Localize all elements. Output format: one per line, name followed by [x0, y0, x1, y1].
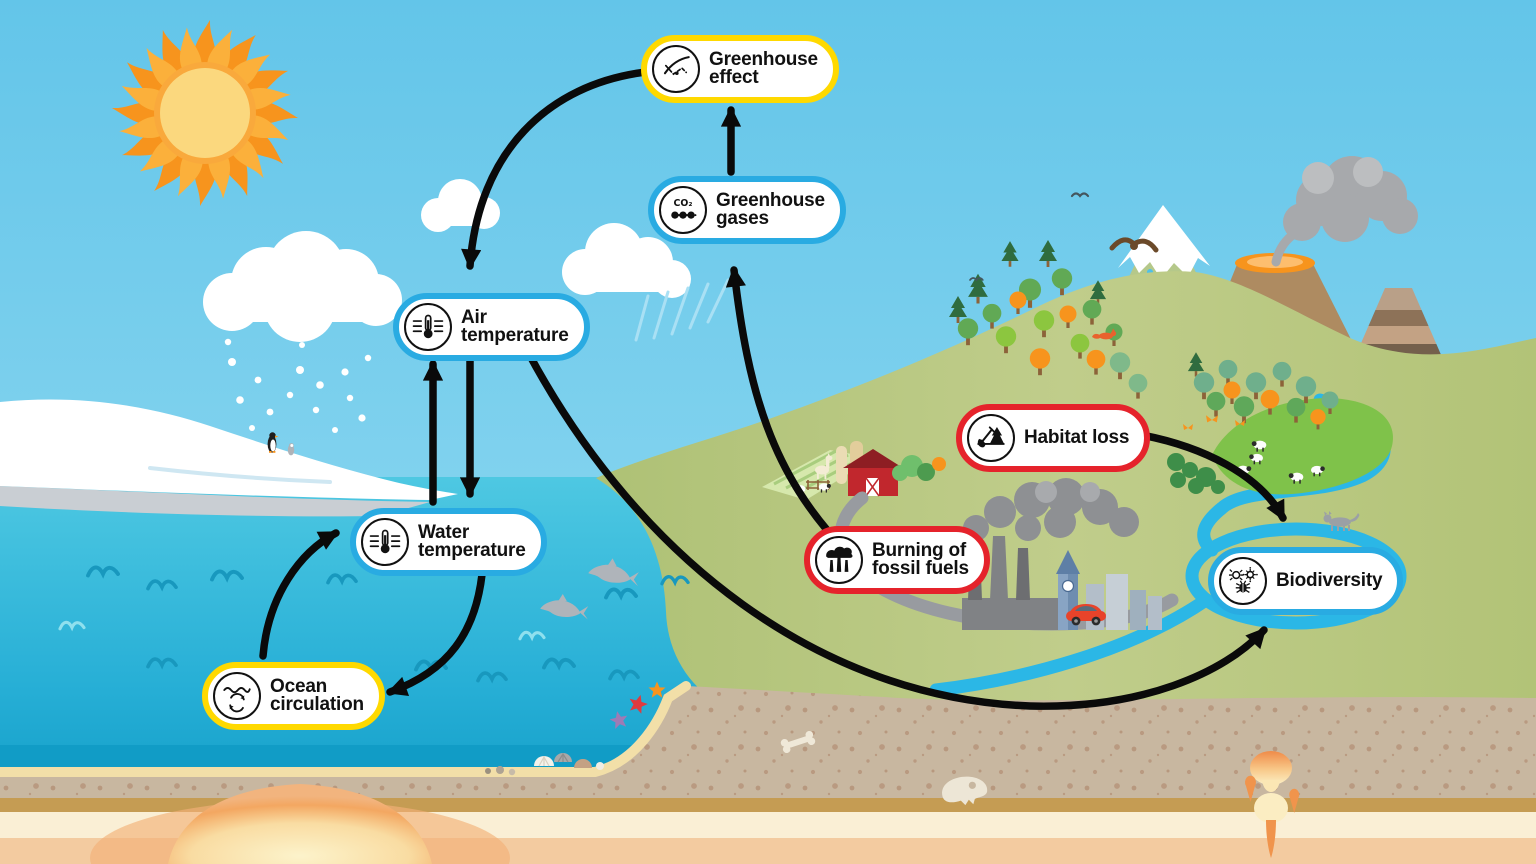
node-biodiversity: Biodiversity: [1208, 547, 1404, 615]
svg-text:CO₂: CO₂: [674, 198, 693, 209]
farm: [762, 441, 946, 500]
building: [1130, 590, 1146, 630]
car-icon: [1066, 604, 1106, 626]
cloud: [562, 223, 691, 298]
diagram-arrows: [259, 68, 1287, 710]
meadow: [1167, 398, 1393, 495]
edge-air-temperature-to-biodiversity: [525, 350, 1268, 710]
dinosaur-skull-icon: [942, 776, 988, 806]
smokestack: [990, 536, 1008, 600]
edge-habitat-loss-to-biodiversity: [1120, 428, 1287, 522]
seashells: [485, 753, 604, 776]
factory: [962, 598, 1060, 630]
magma-plume-small: [1245, 751, 1300, 858]
barn: [843, 449, 903, 497]
building: [1106, 574, 1128, 630]
dolphin-icon: [588, 558, 639, 587]
edge-water-temperature-to-ocean-circulation: [386, 560, 487, 696]
sun: [112, 20, 298, 206]
fox-icon: [1092, 328, 1117, 340]
node-habitat-loss: Habitat loss: [956, 404, 1151, 472]
meadow-bushes: [1167, 453, 1225, 494]
snowfall: [224, 338, 372, 433]
silo: [836, 446, 847, 484]
building: [1148, 596, 1162, 630]
volcanic-smoke: [1271, 156, 1418, 267]
edge-ocean-circulation-to-water-temperature: [259, 529, 340, 660]
thermometer-icon: [361, 518, 409, 566]
snow-cloud: [203, 231, 402, 342]
co2-molecule-icon: CO₂: [659, 186, 707, 234]
greenhouse-effect-icon: [652, 45, 700, 93]
fossils: [780, 730, 988, 806]
thermometer-icon: [404, 303, 452, 351]
wolf-icon: [1323, 511, 1360, 531]
shovel-tree-icon: [967, 414, 1015, 462]
ocean-circulation-icon: [213, 672, 261, 720]
city: [962, 478, 1162, 630]
edge-burning-fossil-fuels-to-greenhouse-gases: [725, 266, 849, 554]
sand-surface: [0, 681, 691, 777]
buried-bone-icon: [780, 730, 816, 754]
dolphin-icon: [540, 593, 589, 620]
factory-smoke: [963, 478, 1139, 541]
penguin-chick-icon: [287, 443, 295, 456]
magma-plume-large: [90, 784, 510, 864]
smokestacks-icon: [815, 536, 863, 584]
llama-icon: [815, 453, 833, 479]
sediment: [0, 686, 1536, 800]
edge-greenhouse-effect-to-air-temperature: [461, 68, 650, 270]
eagle-icon: [1109, 237, 1159, 253]
rain-streaks: [634, 278, 730, 342]
smokestack: [1016, 548, 1030, 600]
starfish-icon: [609, 681, 666, 729]
organisms-icon: [1219, 557, 1267, 605]
penguin-icon: [267, 432, 279, 453]
glacier: [0, 399, 458, 517]
